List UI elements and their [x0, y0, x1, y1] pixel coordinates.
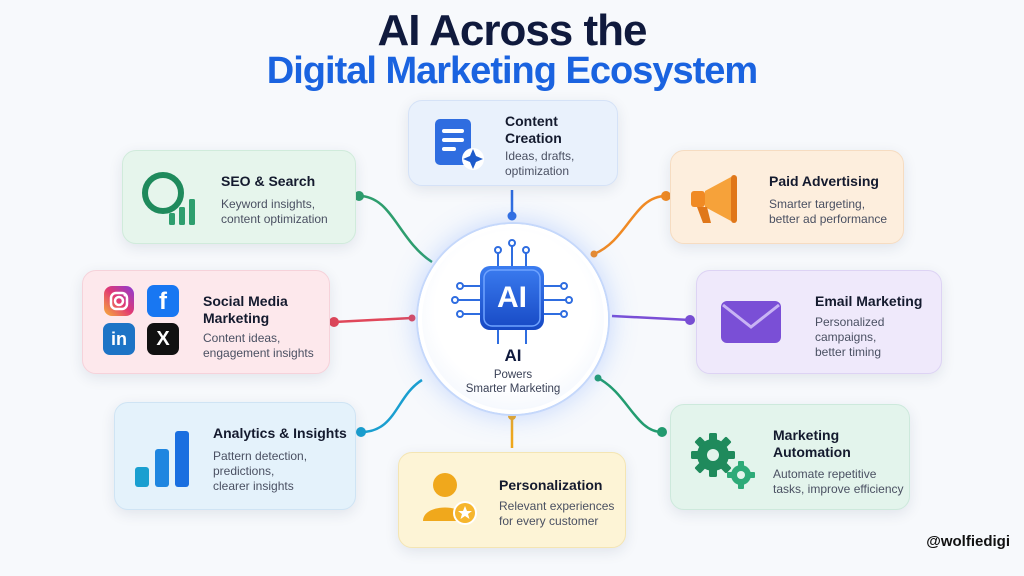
card-personalization: Personalization Relevant experiences for…: [398, 452, 626, 548]
card-personalization-title: Personalization: [499, 477, 603, 493]
card-email-marketing: Email Marketing Personalized campaigns, …: [696, 270, 942, 374]
card-social-title: Social Media Marketing: [203, 293, 288, 326]
bar-chart-icon: [133, 427, 193, 494]
card-email-title: Email Marketing: [815, 293, 923, 309]
card-social-desc: Content ideas, engagement insights: [203, 331, 314, 360]
ai-chip-label: AI: [497, 281, 527, 314]
card-marketing-automation: Marketing Automation Automate repetitive…: [670, 404, 910, 510]
card-analytics-desc: Pattern detection, predictions, clearer …: [213, 449, 308, 493]
card-automation-desc: Automate repetitive tasks, improve effic…: [773, 467, 904, 496]
card-seo-search: SEO & Search Keyword insights, content o…: [122, 150, 356, 244]
envelope-icon: [719, 297, 783, 352]
card-personalization-desc: Relevant experiences for every customer: [499, 499, 615, 528]
linkedin-glyph: in: [111, 329, 127, 349]
gears-icon: [687, 427, 759, 496]
card-analytics-insights: Analytics & Insights Pattern detection, …: [114, 402, 356, 510]
hub-subtitle: Powers Smarter Marketing: [465, 369, 561, 395]
card-content-desc: Ideas, drafts, optimization: [505, 149, 575, 178]
card-paid-title: Paid Advertising: [769, 173, 879, 189]
instagram-icon: [103, 285, 135, 322]
linkedin-icon: in: [103, 323, 135, 355]
card-content-title: Content Creation: [505, 113, 562, 146]
user-star-icon: [421, 469, 481, 534]
card-automation-title: Marketing Automation: [773, 427, 851, 460]
search-chart-icon: [139, 169, 201, 234]
card-paid-desc: Smarter targeting, better ad performance: [769, 197, 888, 226]
facebook-glyph: f: [159, 288, 167, 315]
card-analytics-title: Analytics & Insights: [213, 425, 347, 441]
card-email-desc: Personalized campaigns, better timing: [815, 315, 885, 359]
card-paid-advertising: Paid Advertising Smarter targeting, bett…: [670, 150, 904, 244]
x-glyph: X: [156, 328, 170, 350]
title-line-2: Digital Marketing Ecosystem: [266, 50, 758, 92]
facebook-icon: f: [147, 285, 179, 317]
hub-title: AI: [504, 346, 522, 365]
author-handle: @wolfiedigi: [926, 533, 1010, 550]
card-content-creation: Content Creation Ideas, drafts, optimiza…: [408, 100, 618, 186]
document-sparkle-icon: [431, 115, 487, 178]
card-seo-desc: Keyword insights, content optimization: [221, 197, 328, 226]
megaphone-icon: [687, 171, 749, 234]
card-social-media: f in X Social Media Marketing Content id…: [82, 270, 330, 374]
x-icon: X: [147, 323, 179, 355]
card-seo-title: SEO & Search: [221, 173, 316, 189]
title-line-1: AI Across the: [377, 6, 647, 55]
